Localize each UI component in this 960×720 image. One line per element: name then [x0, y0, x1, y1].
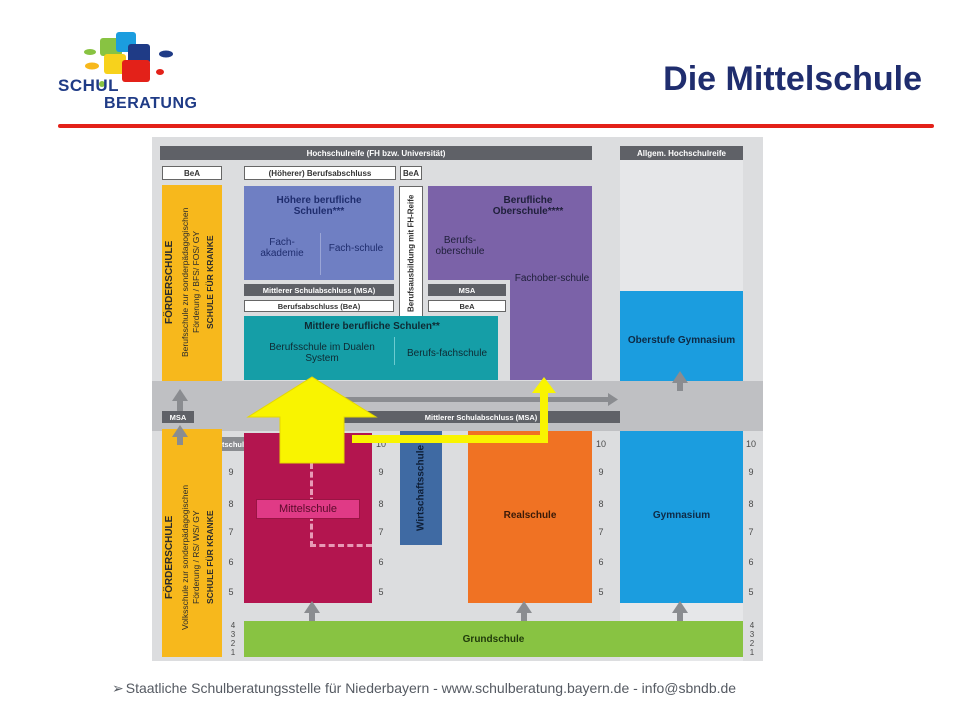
allgem-hochschulreife-bar: Allgem. Hochschulreife — [620, 146, 743, 160]
yellow-arrow-route — [352, 389, 548, 443]
fachakademie-label: Fach-akademie — [260, 237, 304, 259]
mittelschule-dashed-path — [310, 437, 372, 547]
yellow-arrow-up — [246, 376, 378, 464]
school-system-diagram: Hochschulreife (FH bzw. Universität) All… — [152, 137, 763, 661]
realschule-block — [468, 431, 592, 603]
grade-p-left-2: 2 — [230, 639, 236, 648]
grade-c-10: 10 — [595, 439, 606, 449]
page-title: Die Mittelschule — [663, 60, 922, 98]
grade-a-5: 5 — [228, 587, 234, 597]
grade-a-6: 6 — [228, 557, 234, 567]
hoehere-berufliche-schulen-block — [244, 186, 394, 280]
grundschule-label: Grundschule — [462, 633, 525, 645]
wirtschaftsschule-block — [400, 431, 442, 545]
grade-b-7: 7 — [378, 527, 384, 537]
logo — [56, 28, 196, 116]
grade-b-10: 10 — [375, 439, 386, 449]
footer-text: Staatliche Schulberatungsstelle für Nied… — [125, 680, 737, 696]
berufliche-oberschule-label: Berufliche Oberschule**** — [492, 195, 564, 217]
fachschule-label: Fach-schule — [328, 242, 384, 254]
grey-arrow-3 — [312, 371, 688, 406]
mittlere-berufliche-schulen-label: Mittlere berufliche Schulen** — [304, 320, 440, 332]
grade-a-7: 7 — [228, 527, 234, 537]
hoeherer-berufsabschluss-box: (Höherer) Berufsabschluss — [244, 166, 396, 180]
foerderschule-lower — [162, 429, 222, 657]
grade-p-left-4: 4 — [230, 621, 236, 630]
msa-left-box: MSA — [162, 411, 194, 423]
berufsoberschule-label: Berufs-oberschule — [435, 235, 485, 257]
gymnasium-block — [620, 431, 743, 603]
mittlere-berufliche-schulen-block — [244, 316, 498, 380]
grey-arrow-1 — [172, 389, 188, 445]
grade-c-8: 8 — [598, 499, 604, 509]
grade-c-5: 5 — [598, 587, 604, 597]
bea-small-box: BeA — [428, 300, 506, 312]
grade-a-8: 8 — [228, 499, 234, 509]
grade-d-5: 5 — [748, 587, 754, 597]
footer: ➢Staatliche Schulberatungsstelle für Nie… — [112, 680, 852, 697]
msa-small-box: MSA — [428, 284, 506, 296]
grade-b-5: 5 — [378, 587, 384, 597]
grade-p-right-2: 2 — [749, 639, 755, 648]
mittlere-divider — [394, 337, 395, 365]
oberstufe-gymnasium-label: Oberstufe Gymnasium — [627, 334, 736, 346]
grade-b-8: 8 — [378, 499, 384, 509]
logo-text-line1: SCHUL — [58, 76, 120, 95]
grade-p-left-1: 1 — [230, 648, 236, 657]
fachoberschule-label: Fachober-schule — [514, 272, 590, 284]
berufliche-oberschule-top — [428, 186, 592, 280]
grade-p-right-4: 4 — [749, 621, 755, 630]
gymnasium-label: Gymnasium — [652, 509, 711, 521]
grade-b-9: 9 — [378, 467, 384, 477]
puzzle-logo-icon — [84, 32, 173, 87]
hochschulreife-bar: Hochschulreife (FH bzw. Universität) — [160, 146, 592, 160]
realschule-label: Realschule — [503, 509, 557, 521]
grade-d-7: 7 — [748, 527, 754, 537]
grade-d-10: 10 — [745, 439, 756, 449]
berufsabschluss-bea-box: Berufsabschluss (BeA) — [244, 300, 394, 312]
grade-p-right-3: 3 — [749, 630, 755, 639]
grade-p-left-3: 3 — [230, 630, 236, 639]
diagram-arrows-overlay — [172, 371, 688, 621]
grade-d-6: 6 — [748, 557, 754, 567]
bea-box-mid: BeA — [400, 166, 422, 180]
footer-arrow-icon: ➢ — [112, 680, 124, 696]
mittelschule-label: Mittelschule — [256, 499, 360, 519]
logo-text-line2: BERATUNG — [104, 95, 198, 112]
berufsschule-dual-label: Berufsschule im Dualen System — [269, 342, 375, 364]
bea-box-left: BeA — [162, 166, 222, 180]
grade-c-9: 9 — [598, 467, 604, 477]
hoehere-berufliche-schulen-label: Höhere berufliche Schulen*** — [276, 195, 362, 217]
grade-p-right-1: 1 — [749, 648, 755, 657]
grade-a-9: 9 — [228, 467, 234, 477]
msa-box-middle: Mittlerer Schulabschluss (MSA) — [244, 284, 394, 296]
grey-arrow-2 — [304, 601, 688, 621]
hoehere-divider — [320, 233, 321, 275]
fachoberschule-column — [510, 280, 592, 380]
foerderschule-upper — [162, 185, 222, 381]
berufsfachschule-label: Berufs-fachschule — [406, 347, 488, 359]
msa-band-bar: Mittlerer Schulabschluss (MSA) — [342, 411, 620, 423]
grade-c-6: 6 — [598, 557, 604, 567]
grundschule-block — [244, 621, 743, 657]
grade-b-6: 6 — [378, 557, 384, 567]
title-rule — [58, 124, 934, 128]
grade-d-9: 9 — [748, 467, 754, 477]
grade-c-7: 7 — [598, 527, 604, 537]
grade-d-8: 8 — [748, 499, 754, 509]
yellow-arrow-head — [532, 377, 556, 393]
